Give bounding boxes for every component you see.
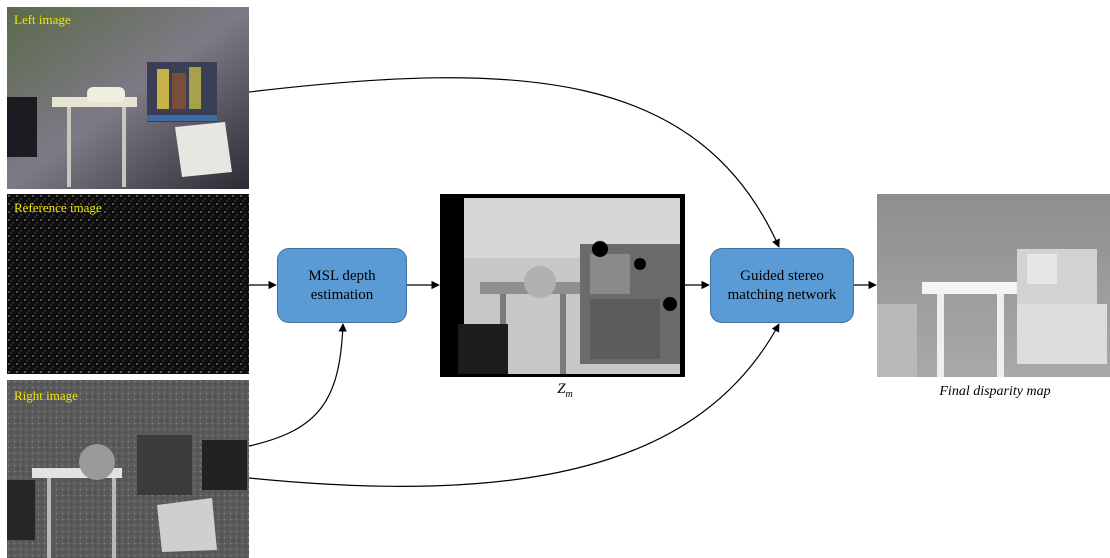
msl-depth-estimation-block: MSL depth estimation bbox=[277, 248, 407, 323]
zm-depth-image bbox=[440, 194, 685, 377]
reference-speckle-pattern bbox=[7, 194, 249, 374]
left-image-caption: Left image bbox=[14, 12, 71, 27]
left-image bbox=[7, 7, 249, 189]
right-image-caption: Right image bbox=[14, 388, 78, 403]
zm-label: Zm bbox=[540, 381, 590, 400]
left-image-photo bbox=[7, 7, 249, 189]
zm-depth-map bbox=[440, 194, 685, 377]
final-disparity-image bbox=[877, 194, 1110, 377]
gsm-block-line1: Guided stereo bbox=[740, 267, 824, 284]
reference-image bbox=[7, 194, 249, 374]
zm-label-subscript: m bbox=[565, 389, 573, 400]
arrow-left-to-gsm bbox=[248, 77, 780, 248]
right-image-photo bbox=[7, 380, 249, 558]
guided-stereo-matching-block: Guided stereo matching network bbox=[710, 248, 854, 323]
msl-block-line2: estimation bbox=[310, 286, 374, 303]
final-disparity-map bbox=[877, 194, 1110, 377]
arrow-right-to-msl bbox=[248, 323, 347, 447]
reference-image-caption: Reference image bbox=[14, 200, 102, 215]
final-disparity-label: Final disparity map bbox=[939, 384, 1051, 399]
right-image bbox=[7, 380, 249, 558]
zm-label-base: Z bbox=[557, 381, 566, 397]
gsm-block-line2: matching network bbox=[727, 286, 837, 303]
msl-block-line1: MSL depth bbox=[308, 267, 376, 284]
arrow-right-to-gsm bbox=[248, 323, 780, 487]
